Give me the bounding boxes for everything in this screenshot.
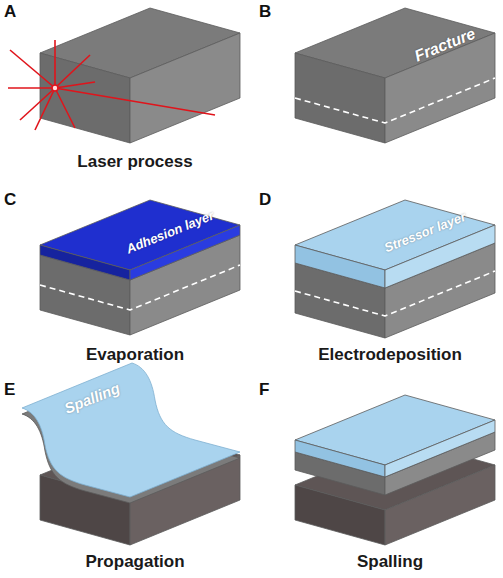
panel-letter: C: [4, 190, 16, 210]
laser-beam: [8, 40, 215, 130]
step-caption: Electrodeposition: [318, 345, 462, 365]
step-caption: Propagation: [85, 552, 184, 572]
panel-letter: E: [4, 380, 15, 400]
wafer-with-stressor-layer: [295, 200, 495, 338]
wafer-block: [295, 8, 495, 143]
step-caption: Laser process: [77, 152, 192, 172]
panel-letter: F: [259, 380, 269, 400]
step-caption: Evaporation: [86, 345, 184, 365]
spalling-propagation: [22, 363, 240, 545]
panel-letter: A: [4, 2, 16, 22]
step-caption: Spalling: [357, 552, 423, 572]
panel-letter: B: [259, 2, 271, 22]
wafer-block: [40, 8, 240, 143]
spalled-layers: [295, 395, 495, 545]
panel-letter: D: [259, 190, 271, 210]
wafer-with-adhesion-layer: [40, 200, 240, 335]
